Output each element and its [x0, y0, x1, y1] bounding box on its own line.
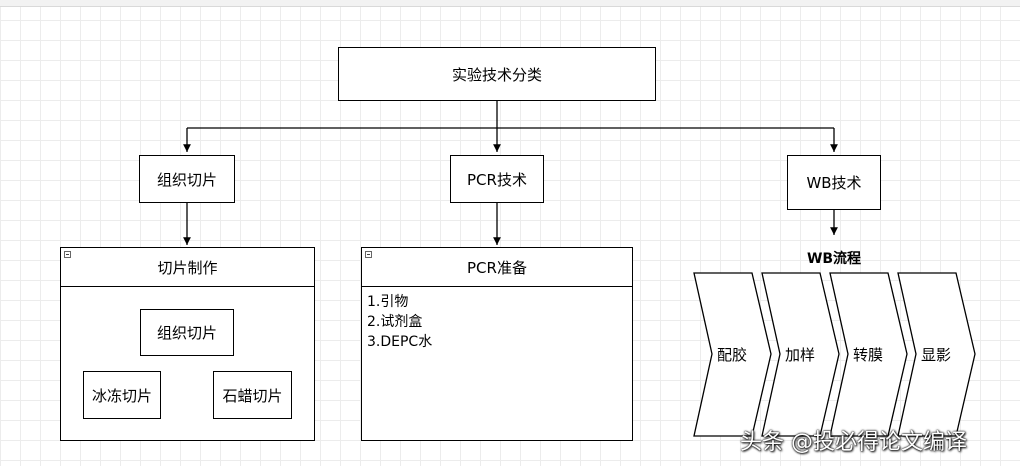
- slice-making-title: 切片制作: [61, 248, 314, 287]
- category-node-wb[interactable]: WB技术: [787, 155, 881, 210]
- list-item: 2.试剂盒: [367, 314, 423, 330]
- chevron-step-1: [693, 272, 772, 437]
- wb-flow-title: WB流程: [806, 251, 862, 267]
- list-item: 1.引物: [367, 294, 409, 310]
- chevron-label: 加样: [784, 346, 815, 364]
- list-item: 3.DEPC水: [367, 334, 433, 350]
- top-toolbar-strip: [0, 0, 1020, 7]
- chevron-label: 配胶: [716, 346, 747, 364]
- watermark: 头条 @投必得论文编译: [740, 430, 967, 455]
- inner-node-tissue-slice[interactable]: 组织切片: [140, 309, 234, 356]
- inner-node-label: 组织切片: [156, 324, 217, 342]
- category-node-tissue-slice[interactable]: 组织切片: [139, 155, 235, 203]
- category-node-label: WB技术: [806, 174, 862, 192]
- collapse-icon[interactable]: [365, 251, 372, 258]
- chevron-label: 转膜: [852, 346, 883, 364]
- chevron-label: 显影: [920, 346, 951, 364]
- inner-node-frozen-slice[interactable]: 冰冻切片: [83, 371, 161, 419]
- category-node-pcr[interactable]: PCR技术: [450, 155, 544, 203]
- chevron-step-2: [761, 272, 840, 437]
- inner-node-label: 石蜡切片: [222, 386, 283, 405]
- chevron-step-4: [897, 272, 976, 437]
- category-node-label: PCR技术: [467, 170, 527, 189]
- inner-node-label: 冰冻切片: [91, 386, 152, 405]
- pcr-prep-container[interactable]: PCR准备 1.引物 2.试剂盒 3.DEPC水: [361, 247, 633, 441]
- root-node-label: 实验技术分类: [451, 65, 542, 84]
- inner-node-paraffin-slice[interactable]: 石蜡切片: [213, 371, 292, 419]
- collapse-icon[interactable]: [64, 251, 71, 258]
- pcr-prep-title: PCR准备: [362, 248, 632, 287]
- chevron-step-3: [829, 272, 908, 437]
- root-node[interactable]: 实验技术分类: [338, 47, 656, 101]
- category-node-label: 组织切片: [156, 170, 217, 189]
- pcr-prep-list: 1.引物 2.试剂盒 3.DEPC水: [367, 292, 432, 352]
